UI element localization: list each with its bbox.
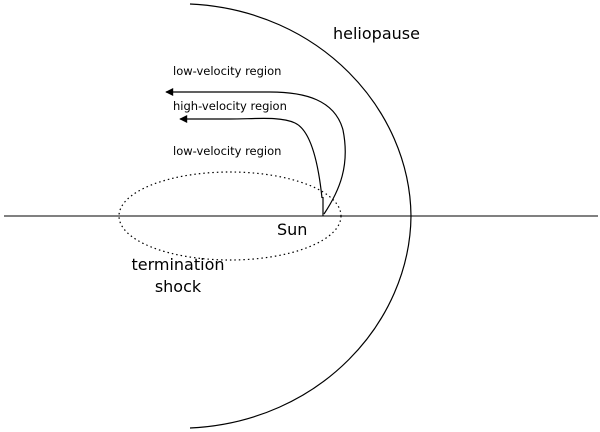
termination-shock-ellipse: [118, 171, 342, 261]
heliopause-arc: [189, 3, 412, 429]
termination-shock-label-line2: shock: [155, 277, 202, 296]
low-velocity-region-label-lower: low-velocity region: [173, 144, 281, 158]
sun-label: Sun: [277, 220, 307, 239]
high-velocity-flow-arrow: [179, 115, 323, 199]
heliopause-label: heliopause: [333, 24, 420, 43]
termination-shock-label-line1: termination: [131, 255, 224, 274]
low-velocity-flow-arrow-upper: [165, 88, 346, 215]
low-velocity-region-label-upper: low-velocity region: [173, 64, 281, 78]
high-velocity-region-label: high-velocity region: [173, 99, 287, 113]
